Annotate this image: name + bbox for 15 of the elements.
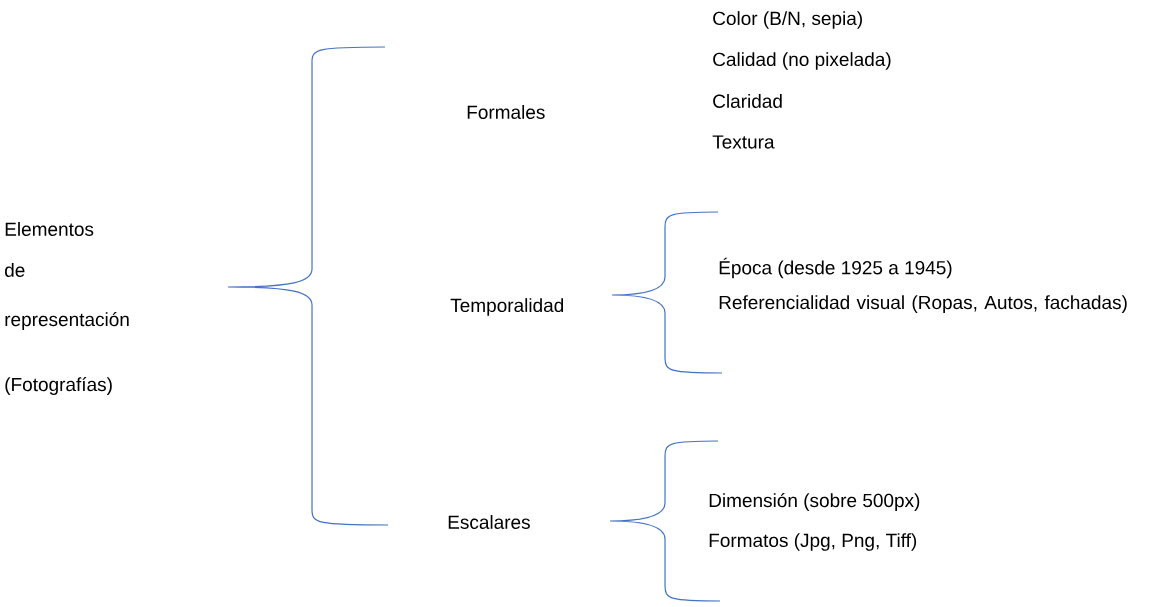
label-text: Claridad xyxy=(713,94,782,108)
label-text: Textura xyxy=(712,135,775,149)
label-text: Elementos xyxy=(5,222,94,236)
label-text: Formatos (Jpg, Png, Tiff) xyxy=(709,533,917,551)
label-text: Temporalidad xyxy=(450,298,564,316)
label-text: Calidad (no pixelada) xyxy=(713,52,891,70)
label-text: Época (desde 1925 a 1945) xyxy=(719,257,952,279)
label-text: (Fotografías) xyxy=(5,377,112,395)
label-text: de xyxy=(5,263,25,277)
label-text: Dimensión (sobre 500px) xyxy=(709,493,920,511)
label-text: Escalares xyxy=(448,515,530,529)
label-text: Color (B/N, sepia) xyxy=(713,11,862,29)
label-text: Referencialidad visual (Ropas, Autos, fachadas) xyxy=(719,295,1127,313)
label-text: representación xyxy=(5,312,129,330)
label-text: Formales xyxy=(467,105,545,119)
